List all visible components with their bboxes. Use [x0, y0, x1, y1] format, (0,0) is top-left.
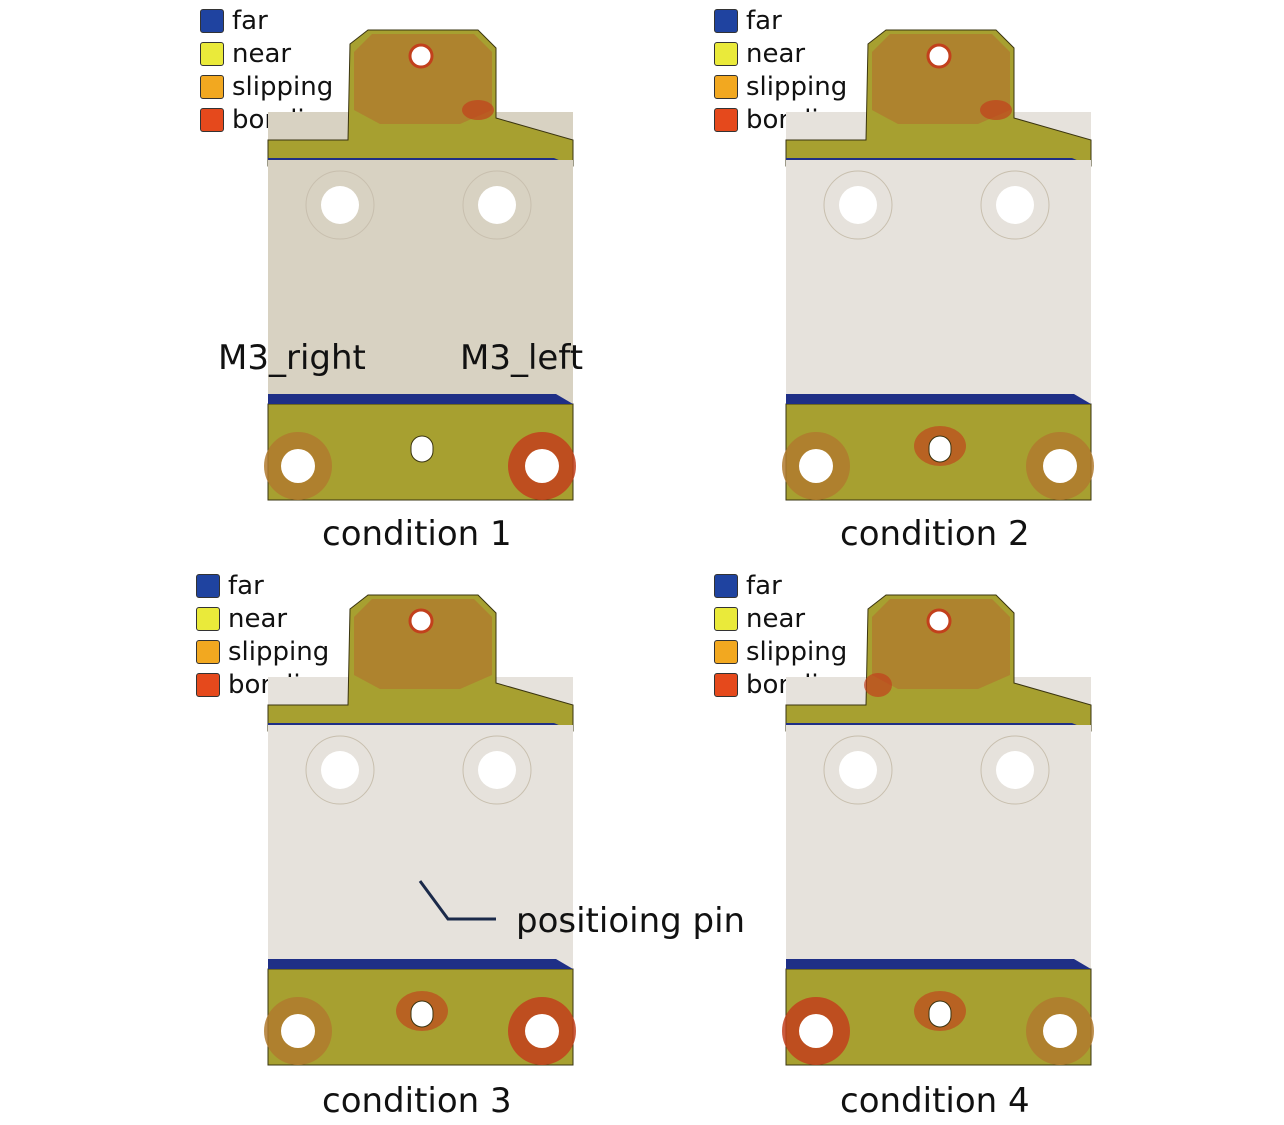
bolt-label-m3-right: M3_right	[218, 338, 366, 378]
legend-label: near	[746, 603, 806, 634]
legend-swatch	[714, 8, 738, 33]
legend-swatch	[714, 74, 738, 99]
legend-item-near: near	[200, 37, 338, 70]
legend-swatch	[196, 639, 220, 664]
bolt-label-m3-left: M3_left	[460, 338, 584, 378]
legend-swatch	[714, 107, 738, 132]
panel-caption: condition 1	[322, 514, 512, 554]
legend-item-slipping: slipping	[196, 635, 334, 668]
legend-swatch	[200, 107, 224, 132]
legend-swatch	[196, 606, 220, 631]
panel-condition-4: farnearslippingbonding condition 4	[518, 565, 1158, 1125]
legend-swatch	[714, 573, 738, 598]
legend-swatch	[196, 672, 220, 697]
legend-swatch	[196, 573, 220, 598]
legend-item-slipping: slipping	[200, 70, 338, 103]
legend-label: far	[746, 570, 782, 601]
pin-leader-line	[418, 880, 496, 921]
pin-label: positioing pin	[516, 901, 746, 941]
legend-label: slipping	[746, 636, 848, 667]
panel-condition-1: farnearslippingbonding M3_right M3_left …	[0, 0, 640, 560]
legend-label: far	[746, 5, 782, 36]
panel-condition-3: farnearslippingbonding positioing pin co…	[0, 565, 745, 1125]
legend-swatch	[714, 606, 738, 631]
panel-condition-2: farnearslippingbonding condition 2	[518, 0, 1158, 560]
legend-item-near: near	[714, 37, 852, 70]
panel-caption: condition 4	[840, 1081, 1030, 1121]
legend-label: far	[232, 5, 268, 36]
contact-map	[264, 29, 576, 501]
legend-swatch	[714, 639, 738, 664]
legend-item-far: far	[196, 569, 334, 602]
legend-item-slipping: slipping	[714, 635, 852, 668]
panel-caption: condition 2	[840, 514, 1030, 554]
legend-item-far: far	[200, 4, 338, 37]
legend: farnearslippingbonding	[196, 569, 334, 701]
legend-label: near	[232, 38, 292, 69]
legend-item-near: near	[714, 602, 852, 635]
legend-label: slipping	[228, 636, 330, 667]
legend-label: far	[228, 570, 264, 601]
legend-item-near: near	[196, 602, 334, 635]
contact-map	[264, 594, 576, 1066]
legend-label: near	[746, 38, 806, 69]
contact-map	[782, 594, 1094, 1066]
legend-label: slipping	[746, 71, 848, 102]
legend-swatch	[714, 672, 738, 697]
legend-item-far: far	[714, 569, 852, 602]
panel-caption: condition 3	[322, 1081, 512, 1121]
legend-label: near	[228, 603, 288, 634]
legend-swatch	[200, 8, 224, 33]
legend-item-slipping: slipping	[714, 70, 852, 103]
legend-swatch	[200, 41, 224, 66]
contact-map	[782, 29, 1094, 501]
legend-swatch	[200, 74, 224, 99]
legend-item-far: far	[714, 4, 852, 37]
legend-label: slipping	[232, 71, 334, 102]
legend-swatch	[714, 41, 738, 66]
legend: farnearslippingbonding	[714, 4, 852, 136]
